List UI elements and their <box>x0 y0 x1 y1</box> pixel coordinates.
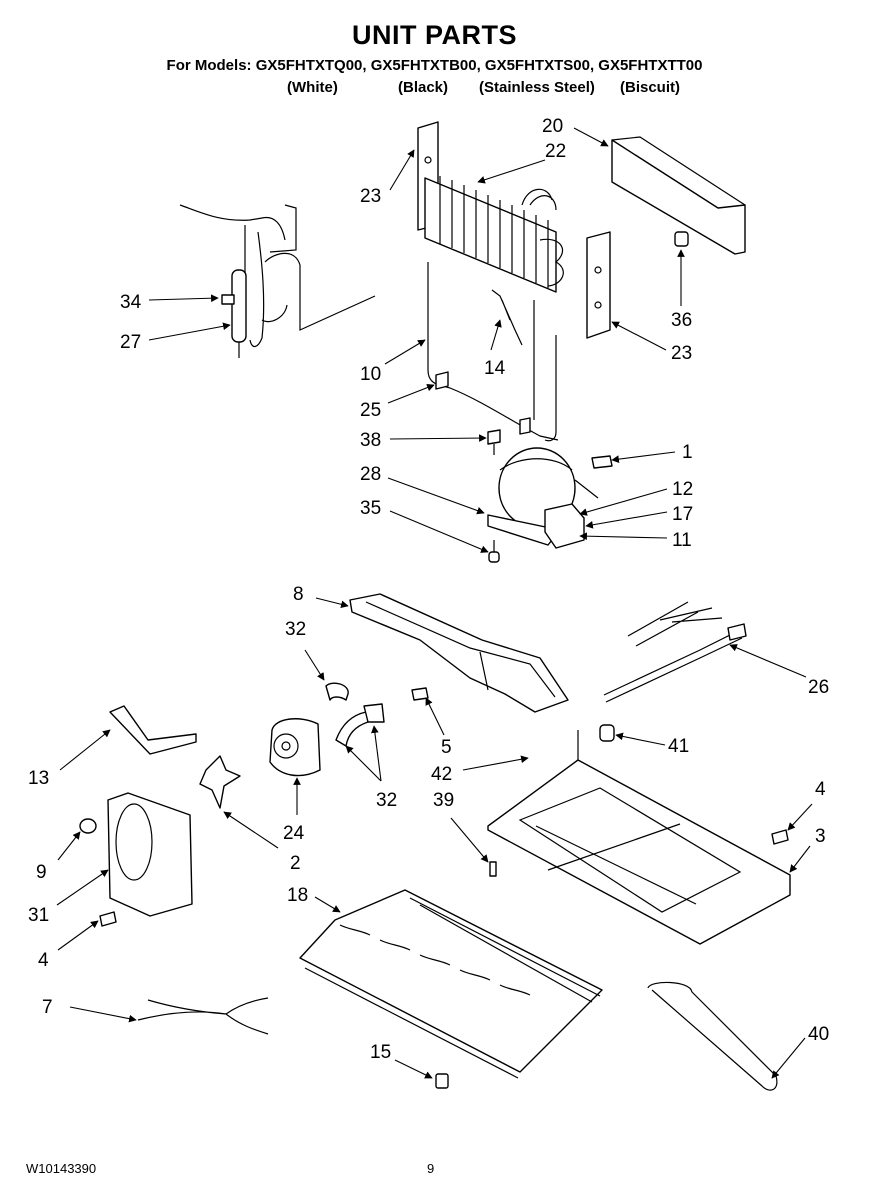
callout-26: 26 <box>808 677 829 698</box>
condenser-cover <box>611 136 746 255</box>
evaporator <box>299 889 603 1079</box>
callouts: 20 22 23 34 27 36 23 10 14 25 38 1 28 12… <box>28 116 829 1063</box>
callout-32-top: 32 <box>285 619 306 640</box>
doc-number: W10143390 <box>26 1161 97 1176</box>
callout-14: 14 <box>484 358 506 379</box>
callout-12: 12 <box>672 479 693 500</box>
bracket-right <box>586 231 611 339</box>
grommet <box>674 231 689 247</box>
callout-24: 24 <box>283 823 305 844</box>
defrost-heater <box>647 981 778 1091</box>
fan-blade <box>199 755 241 809</box>
callout-18: 18 <box>287 885 308 906</box>
clip-15 <box>435 1073 449 1089</box>
callout-38: 38 <box>360 430 381 451</box>
bolt-38 <box>487 429 501 455</box>
base-plate <box>487 724 791 945</box>
wire-harness-26 <box>603 601 747 703</box>
variant-black: (Black) <box>398 79 449 96</box>
grommet-32b <box>335 711 369 747</box>
wire-14 <box>491 289 523 346</box>
grommet-9 <box>79 818 97 834</box>
callout-4-right: 4 <box>815 779 826 800</box>
callout-34: 34 <box>120 292 142 313</box>
grommet-32a <box>325 682 349 701</box>
models-line: For Models: GX5FHTXTQ00, GX5FHTXTB00, GX… <box>166 57 703 74</box>
callout-5: 5 <box>441 737 452 758</box>
callout-40: 40 <box>808 1024 829 1045</box>
callout-9: 9 <box>36 862 47 883</box>
callout-4-left: 4 <box>38 950 49 971</box>
page-number: 9 <box>427 1161 435 1176</box>
screw-39 <box>489 861 497 877</box>
callout-8: 8 <box>293 584 304 605</box>
callout-28: 28 <box>360 464 381 485</box>
callout-13: 13 <box>28 768 49 789</box>
callout-15: 15 <box>370 1042 391 1063</box>
callout-2: 2 <box>290 853 301 874</box>
condenser-coil <box>424 176 564 293</box>
fan-shroud <box>107 792 193 917</box>
callout-23-right: 23 <box>671 343 692 364</box>
callout-35: 35 <box>360 498 381 519</box>
page-title: UNIT PARTS <box>352 20 517 50</box>
callout-23-left: 23 <box>360 186 381 207</box>
fan-motor <box>269 718 321 777</box>
callout-10: 10 <box>360 364 381 385</box>
callout-1: 1 <box>682 442 693 463</box>
callout-36: 36 <box>671 310 692 331</box>
callout-32-bottom: 32 <box>376 790 397 811</box>
gasket <box>109 705 197 755</box>
grommet-32c <box>363 703 385 723</box>
callout-17: 17 <box>672 504 693 525</box>
callout-41: 41 <box>668 736 689 757</box>
variant-white: (White) <box>287 79 338 96</box>
callout-27: 27 <box>120 332 141 353</box>
harness-loop <box>427 262 559 442</box>
screw-1 <box>591 455 613 469</box>
callout-22: 22 <box>545 141 566 162</box>
drain-pan <box>349 593 569 713</box>
variant-stainless: (Stainless Steel) <box>479 79 595 96</box>
screw-4-right <box>771 829 789 845</box>
compressor <box>487 447 599 563</box>
leader-lines <box>56 127 813 1079</box>
variant-biscuit: (Biscuit) <box>620 79 680 96</box>
callout-7: 7 <box>42 997 53 1018</box>
harness-7 <box>137 997 269 1035</box>
callout-20: 20 <box>542 116 563 137</box>
callout-39: 39 <box>433 790 454 811</box>
screw-4-left <box>99 911 117 927</box>
callout-25: 25 <box>360 400 381 421</box>
callout-11: 11 <box>672 530 692 551</box>
callout-31: 31 <box>28 905 49 926</box>
callout-42: 42 <box>431 764 452 785</box>
callout-3: 3 <box>815 826 826 847</box>
drier-assembly <box>179 204 376 358</box>
